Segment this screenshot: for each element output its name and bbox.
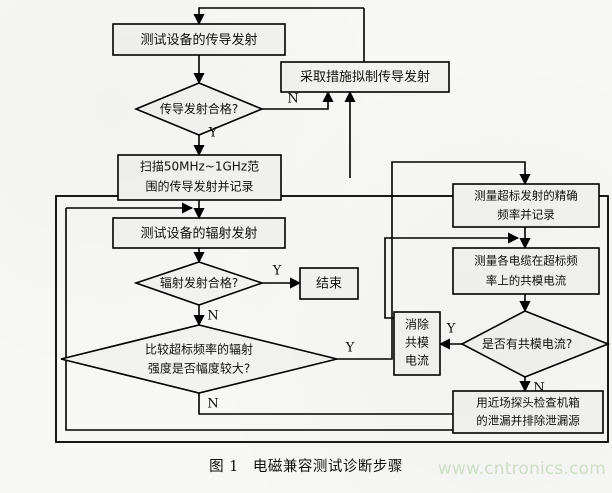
- edge-label-compare-no: N: [207, 397, 218, 412]
- figure-frame: [55, 195, 609, 443]
- node-radiated-test-label: 测试设备的辐射发射: [140, 226, 257, 242]
- node-conducted-test-label: 测试设备的传导发射: [140, 32, 257, 48]
- node-radiated-test: 测试设备的辐射发射: [112, 217, 286, 249]
- node-probe-leak-line2: 的泄漏并排除泄漏源: [476, 414, 580, 428]
- node-sweep-line1: 扫描50MHz~1GHz范: [140, 160, 259, 174]
- edge-conducted-no-to-suppress: [262, 90, 334, 110]
- edge-label-common-mode-yes: Y: [446, 322, 456, 337]
- node-suppress-conducted-label: 采取措施拟制传导发射: [300, 69, 430, 85]
- node-probe-leak-line1: 用近场探头检查机箱: [476, 396, 580, 410]
- node-conducted-test: 测试设备的传导发射: [112, 23, 286, 56]
- node-measure-freq-line1: 测量超标发射的精确: [474, 189, 578, 203]
- figure-caption: 图 1 电磁兼容测试诊断步骤: [0, 455, 612, 476]
- node-remove-current-line2: 共模: [405, 336, 429, 350]
- node-has-common-mode: 是否有共模电流?: [460, 310, 611, 378]
- node-remove-current-line1: 消除: [405, 317, 429, 332]
- edge-remove-to-feedback: [384, 237, 418, 319]
- node-end: 结束: [299, 267, 359, 300]
- edge-compare-no-down: [198, 393, 481, 415]
- figure-title: 电磁兼容测试诊断步骤: [252, 459, 403, 475]
- edge-loop-to-conducted-test: [193, 7, 364, 26]
- edge-label-common-mode-no: N: [533, 381, 544, 396]
- node-sweep: 扫描50MHz~1GHz范 围的传导发射并记录: [117, 154, 282, 201]
- node-radiated-pass-label: 辐射发射合格?: [160, 275, 238, 290]
- node-conducted-pass-label: 传导发射合格?: [160, 101, 238, 116]
- edge-label-conducted-yes: Y: [208, 126, 218, 141]
- node-compare-line1: 比较超标频率的辐射: [145, 342, 253, 357]
- edge-compare-yes-to-measure-freq: [337, 161, 531, 360]
- node-measure-current: 测量各电缆在超标频 率上的共模电流: [452, 247, 600, 295]
- node-measure-freq-line2: 频率并记录: [497, 208, 555, 222]
- edge-label-radiated-no: N: [207, 309, 218, 324]
- node-measure-freq: 测量超标发射的精确 频率并记录: [452, 183, 600, 228]
- node-sweep-line2: 围的传导发射并记录: [145, 179, 253, 194]
- edge-label-radiated-yes: Y: [272, 264, 282, 279]
- node-compare: 比较超标频率的辐射 强度是否幅度较大?: [60, 324, 338, 394]
- node-radiated-pass: 辐射发射合格?: [133, 261, 265, 306]
- figure-number: 图 1: [209, 459, 239, 475]
- node-probe-leak: 用近场探头检查机箱 的泄漏并排除泄漏源: [452, 390, 604, 434]
- node-suppress-conducted: 采取措施拟制传导发射: [280, 61, 450, 93]
- node-end-label: 结束: [316, 277, 342, 292]
- node-measure-current-line2: 率上的共模电流: [486, 274, 567, 288]
- node-remove-current-line3: 电流: [405, 354, 429, 368]
- edge-label-compare-yes: Y: [345, 341, 355, 356]
- node-measure-current-line1: 测量各电缆在超标频: [474, 254, 578, 268]
- node-remove-current: 消除 共模 电流: [393, 311, 441, 376]
- edge-label-conducted-no: N: [287, 92, 298, 107]
- node-conducted-pass: 传导发射合格?: [133, 82, 265, 136]
- site-watermark: www.cntronics.com: [437, 459, 606, 479]
- node-compare-line2: 强度是否幅度较大?: [148, 361, 250, 376]
- node-has-common-mode-label: 是否有共模电流?: [482, 337, 572, 351]
